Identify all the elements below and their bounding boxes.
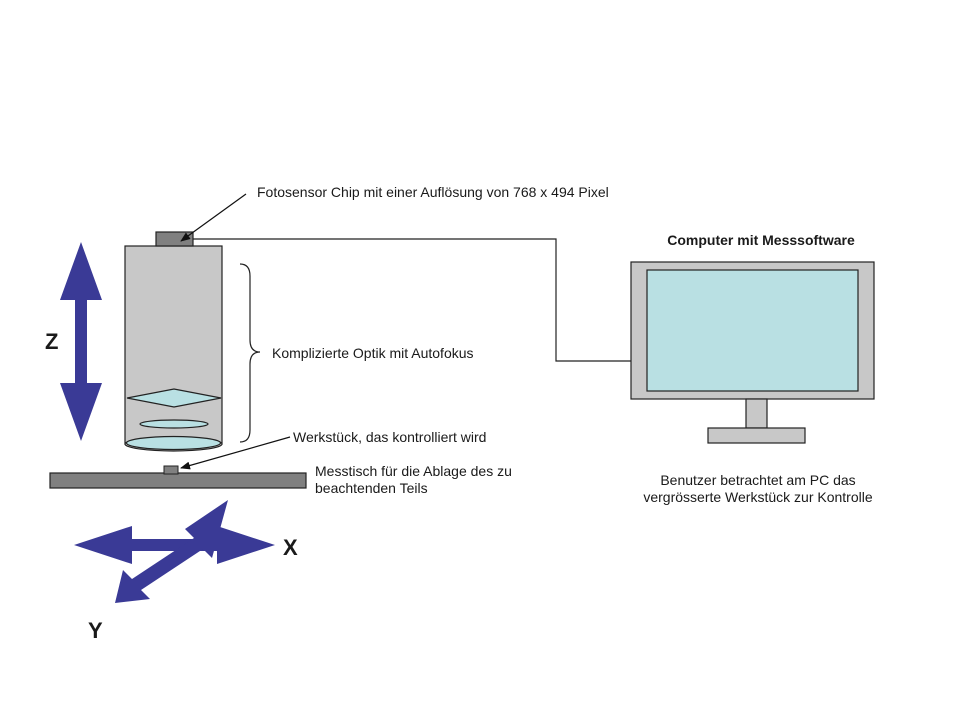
- sensor-pointer: [180, 193, 247, 242]
- bottom-lens: [125, 435, 222, 451]
- user-label: Benutzer betrachtet am PC das vergrösser…: [600, 472, 916, 506]
- connection-cable: [193, 238, 632, 362]
- user-label-line2: vergrösserte Werkstück zur Kontrolle: [643, 489, 873, 505]
- y-axis-label: Y: [88, 618, 103, 643]
- workpiece-pointer: [180, 436, 291, 470]
- z-axis-label: Z: [45, 329, 59, 354]
- monitor-stand: [707, 427, 806, 444]
- middle-lens: [139, 419, 209, 429]
- y-axis-arrow: [115, 500, 228, 603]
- sensor-chip: [155, 231, 194, 247]
- x-axis-label: X: [283, 535, 298, 560]
- user-label-line1: Benutzer betrachtet am PC das: [660, 472, 856, 488]
- workpiece-label: Werkstück, das kontrolliert wird: [293, 429, 487, 445]
- table-label-line2: beachtenden Teils: [315, 480, 428, 496]
- workpiece: [163, 465, 179, 475]
- optics-label: Komplizierte Optik mit Autofokus: [272, 345, 474, 361]
- sensor-label: Fotosensor Chip mit einer Auflösung von …: [257, 184, 609, 200]
- computer-title: Computer mit Messsoftware: [667, 232, 855, 248]
- optics-body: [124, 245, 223, 445]
- optics-brace: [239, 263, 261, 443]
- table-label: Messtisch für die Ablage des zu beachten…: [315, 463, 512, 497]
- monitor-screen: [646, 269, 859, 392]
- monitor-neck: [745, 398, 768, 429]
- z-axis-arrow: [60, 242, 102, 441]
- x-axis-arrow: [74, 526, 275, 564]
- table-label-line1: Messtisch für die Ablage des zu: [315, 463, 512, 479]
- measuring-table: [49, 472, 307, 489]
- top-lens: [126, 388, 222, 408]
